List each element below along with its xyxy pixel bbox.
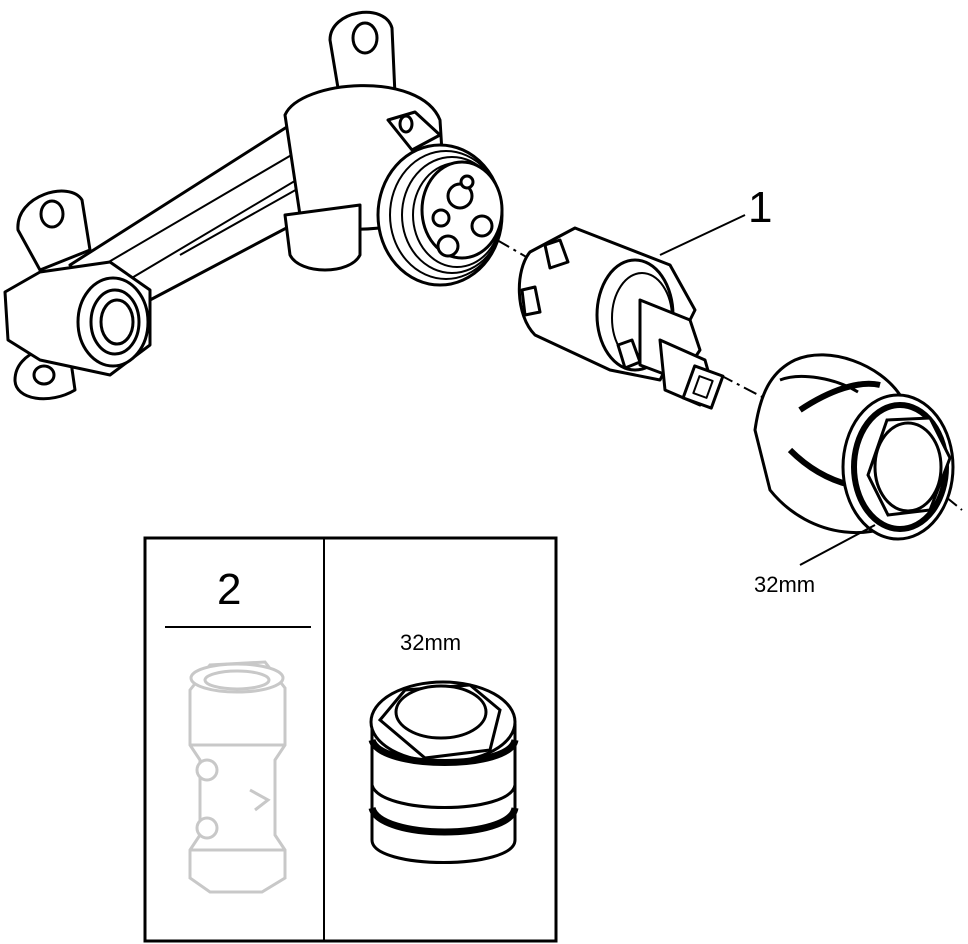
inset-nut-size-label: 32mm	[400, 630, 461, 655]
callout-1: 1	[748, 183, 772, 232]
cartridge	[517, 226, 725, 410]
bonnet-nut	[753, 353, 955, 541]
nut-size-label: 32mm	[754, 572, 815, 597]
inset-bonnet-nut	[368, 680, 519, 864]
callout-2: 2	[217, 565, 241, 614]
valve-head-threaded	[376, 143, 504, 287]
concealed-valve-body	[3, 10, 447, 401]
ghost-socket-tool	[188, 660, 287, 894]
leader-lines	[659, 214, 876, 566]
